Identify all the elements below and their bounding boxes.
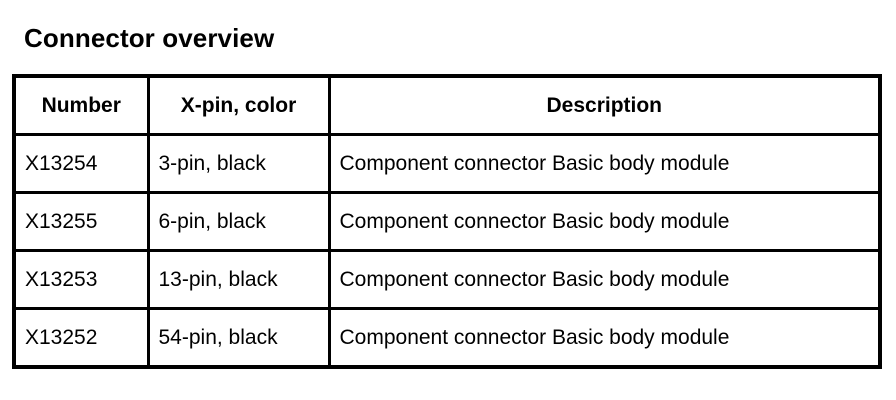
column-header-description: Description xyxy=(327,74,882,136)
connector-overview-table-wrapper: Number X-pin, color Description X13254 3… xyxy=(12,74,882,369)
cell-number: X13253 xyxy=(12,249,150,310)
cell-description: Component connector Basic body module xyxy=(327,191,882,252)
table-body: X13254 3-pin, black Component connector … xyxy=(12,133,882,369)
table-header: Number X-pin, color Description xyxy=(12,74,882,136)
table-row: X13252 54-pin, black Component connector… xyxy=(12,307,882,369)
column-header-pin-color: X-pin, color xyxy=(146,74,331,136)
cell-pin-color: 54-pin, black xyxy=(146,307,331,369)
cell-description: Component connector Basic body module xyxy=(327,307,882,369)
table-header-row: Number X-pin, color Description xyxy=(12,74,882,136)
cell-number: X13255 xyxy=(12,191,150,252)
cell-pin-color: 3-pin, black xyxy=(146,133,331,194)
table-row: X13254 3-pin, black Component connector … xyxy=(12,133,882,194)
column-header-number: Number xyxy=(12,74,150,136)
cell-description: Component connector Basic body module xyxy=(327,133,882,194)
cell-number: X13252 xyxy=(12,307,150,369)
cell-description: Component connector Basic body module xyxy=(327,249,882,310)
page-title: Connector overview xyxy=(24,23,275,54)
table-row: X13253 13-pin, black Component connector… xyxy=(12,249,882,310)
cell-number: X13254 xyxy=(12,133,150,194)
connector-overview-table: Number X-pin, color Description X13254 3… xyxy=(12,74,882,369)
cell-pin-color: 6-pin, black xyxy=(146,191,331,252)
cell-pin-color: 13-pin, black xyxy=(146,249,331,310)
table-row: X13255 6-pin, black Component connector … xyxy=(12,191,882,252)
